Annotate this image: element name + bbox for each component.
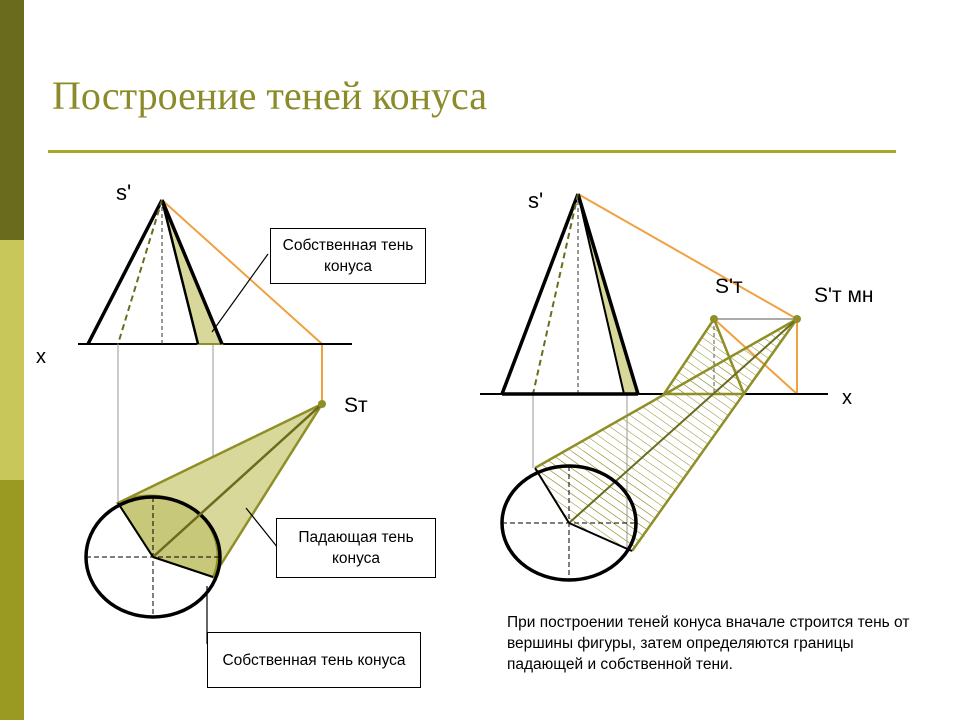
shadow-generator bbox=[152, 556, 214, 578]
label-x-left: x bbox=[36, 346, 46, 368]
left-figure: s' x Sт bbox=[36, 180, 368, 644]
shadow-generator bbox=[152, 403, 323, 558]
sidebar-segment-light bbox=[0, 240, 24, 480]
shadow-point-st-right bbox=[710, 315, 718, 323]
cone-edge bbox=[160, 199, 200, 345]
sidebar-segment-dark bbox=[0, 0, 24, 240]
shadow-generator bbox=[568, 522, 633, 552]
cone-edge bbox=[576, 193, 640, 395]
title-underline bbox=[48, 150, 896, 153]
shadow-point-st-left bbox=[318, 400, 326, 408]
label-st-left: Sт bbox=[344, 394, 368, 417]
shadow-boundary bbox=[534, 317, 798, 470]
hidden-generator bbox=[117, 199, 163, 345]
callout-own-shadow-top: Собственная тень конуса bbox=[270, 228, 426, 284]
label-s-prime-left: s' bbox=[116, 180, 131, 205]
label-s-prime-t-mn: S'т мн bbox=[814, 284, 874, 307]
hidden-generator bbox=[532, 193, 579, 395]
cone-edge bbox=[577, 193, 625, 395]
shadow-generator bbox=[534, 467, 570, 524]
cone-edge bbox=[86, 199, 164, 345]
explanation-text: При построении теней конуса вначале стро… bbox=[507, 614, 910, 673]
shadow-generator bbox=[117, 502, 154, 558]
label-s-prime-t: S'т bbox=[715, 275, 743, 298]
callout-falling-shadow: Падающая тень конуса bbox=[276, 518, 436, 578]
page-title: Построение теней конуса bbox=[52, 73, 488, 118]
cone-edge bbox=[500, 193, 580, 395]
sidebar-stripe bbox=[0, 0, 24, 720]
label-s-prime-right: s' bbox=[528, 188, 543, 213]
shadow-generator bbox=[568, 318, 798, 524]
sidebar-segment-mid bbox=[0, 480, 24, 720]
callout-own-shadow-bottom: Собственная тень конуса bbox=[207, 632, 421, 688]
label-x-right: x bbox=[842, 387, 852, 409]
shadow-point-st-mn bbox=[793, 315, 801, 323]
callout-leader bbox=[211, 253, 269, 333]
callout-leader bbox=[245, 507, 279, 549]
right-figure: s' S'т S'т мн x bbox=[480, 188, 874, 582]
shadow-boundary bbox=[630, 318, 799, 552]
cone-edge bbox=[160, 199, 224, 345]
